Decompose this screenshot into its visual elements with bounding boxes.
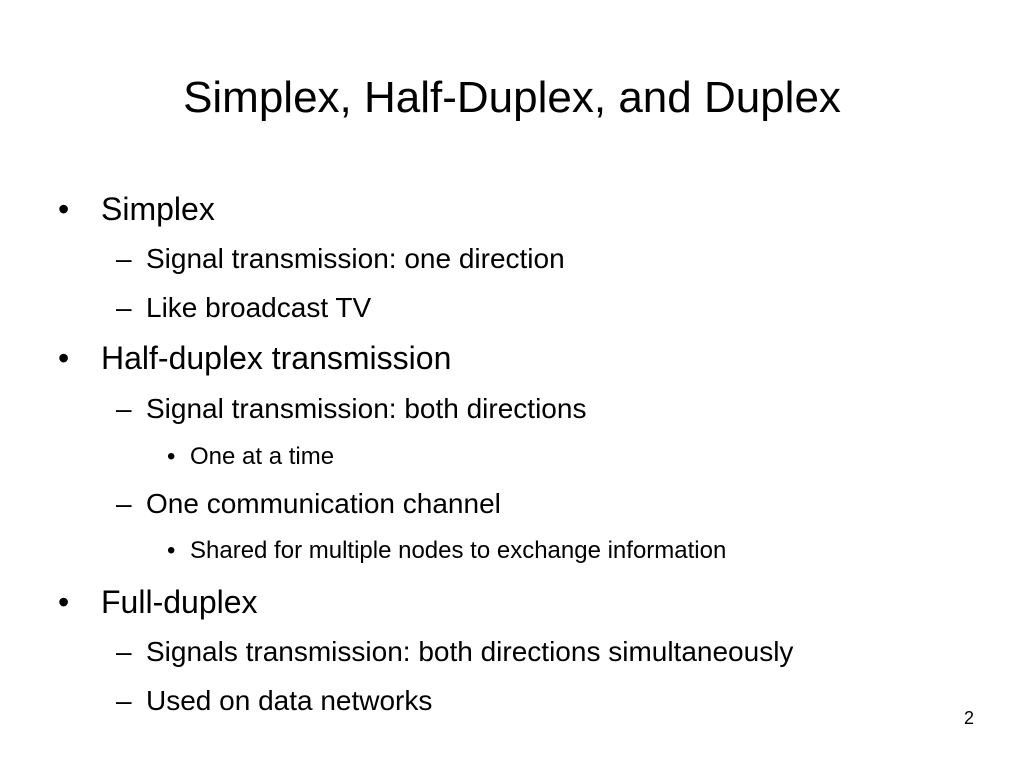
sub-sub-item-one-at-a-time: One at a time: [190, 443, 335, 470]
slide-title: Simplex, Half-Duplex, and Duplex: [183, 73, 841, 122]
bullet-item-full-duplex: Full-duplex: [101, 584, 258, 620]
bullet-item-simplex: Simplex: [101, 191, 215, 227]
dash-marker: –: [116, 243, 132, 274]
bullet-item-half-duplex: Half-duplex transmission: [101, 340, 452, 376]
sub-item-broadcast-tv: Like broadcast TV: [146, 292, 372, 323]
sub-item-half-duplex-direction: Signal transmission: both directions: [146, 393, 587, 424]
dash-marker: –: [116, 393, 132, 424]
dash-marker: –: [116, 685, 132, 716]
sub-sub-item-shared-nodes: Shared for multiple nodes to exchange in…: [190, 537, 727, 564]
bullet-marker: •: [58, 584, 70, 620]
sub-item-data-networks: Used on data networks: [146, 685, 433, 716]
dash-marker: –: [116, 292, 132, 323]
bullet-marker: •: [58, 340, 70, 376]
sub-item-communication-channel: One communication channel: [146, 488, 501, 519]
bullet-marker: •: [167, 443, 176, 470]
dash-marker: –: [116, 636, 132, 667]
bullet-marker: •: [167, 537, 176, 564]
dash-marker: –: [116, 488, 132, 519]
sub-item-simplex-direction: Signal transmission: one direction: [146, 243, 565, 274]
page-number: 2: [963, 708, 974, 728]
sub-item-full-duplex-direction: Signals transmission: both directions si…: [146, 636, 794, 667]
bullet-marker: •: [58, 191, 70, 227]
